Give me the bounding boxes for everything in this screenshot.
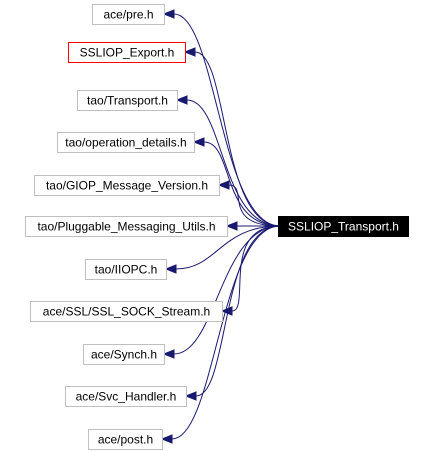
include-node-sslsock[interactable]: ace/SSL/SSL_SOCK_Stream.h (30, 301, 223, 322)
include-node-export[interactable]: SSLIOP_Export.h (68, 42, 186, 63)
include-node-transport[interactable]: tao/Transport.h (77, 90, 178, 111)
edge-synch (162, 225, 281, 359)
node-label: tao/IIOPC.h (95, 263, 158, 277)
arrowhead-icon (192, 137, 205, 147)
edge-svc (184, 225, 281, 401)
include-node-giop[interactable]: tao/GIOP_Message_Version.h (34, 175, 220, 196)
node-box (25, 216, 228, 237)
edge-sslsock (220, 225, 281, 316)
include-node-iiopc[interactable]: tao/IIOPC.h (85, 259, 167, 280)
node-box (57, 132, 195, 153)
arrowhead-icon (217, 180, 230, 190)
node-label: tao/GIOP_Message_Version.h (46, 179, 208, 193)
node-box (278, 216, 409, 237)
node-box (68, 42, 186, 63)
edge-line (228, 184, 281, 227)
node-label: SSLIOP_Export.h (80, 46, 175, 60)
include-node-pmu[interactable]: tao/Pluggable_Messaging_Utils.h (25, 216, 228, 237)
node-box (92, 4, 165, 25)
include-node-post[interactable]: ace/post.h (88, 429, 163, 450)
edge-iiopc (164, 225, 281, 274)
arrowhead-icon (175, 95, 188, 105)
edge-line (194, 51, 281, 227)
node-box (77, 90, 178, 111)
node-box (34, 175, 220, 196)
arrowhead-icon (162, 9, 175, 19)
node-box (65, 386, 187, 407)
edge-line (231, 225, 281, 312)
edge-line (203, 141, 281, 227)
node-label: ace/Synch.h (91, 348, 157, 362)
root-node[interactable]: SSLIOP_Transport.h (278, 216, 409, 237)
include-node-svc[interactable]: ace/Svc_Handler.h (65, 386, 187, 407)
edge-pmu (225, 221, 280, 231)
node-box (30, 301, 223, 322)
edge-line (195, 225, 281, 397)
edge-export (183, 47, 281, 227)
arrowhead-icon (225, 221, 238, 231)
edge-opdetails (192, 137, 281, 227)
node-label: ace/post.h (98, 433, 153, 447)
include-node-synch[interactable]: ace/Synch.h (83, 344, 165, 365)
edge-line (171, 225, 281, 440)
node-label: tao/Pluggable_Messaging_Utils.h (37, 220, 215, 234)
edge-giop (217, 180, 281, 227)
include-node-pre[interactable]: ace/pre.h (92, 4, 165, 25)
edge-line (173, 225, 281, 355)
include-node-opdetails[interactable]: tao/operation_details.h (57, 132, 195, 153)
node-label: ace/pre.h (103, 8, 153, 22)
node-box (88, 429, 163, 450)
edge-line (175, 225, 281, 270)
node-box (85, 259, 167, 280)
include-edges (160, 9, 281, 444)
arrowhead-icon (160, 434, 173, 444)
edge-line (173, 13, 281, 227)
node-label: tao/operation_details.h (65, 136, 186, 150)
node-label: tao/Transport.h (87, 94, 168, 108)
edge-post (160, 225, 281, 444)
edge-line (186, 99, 281, 227)
arrowhead-icon (220, 306, 233, 316)
arrowhead-icon (183, 47, 196, 57)
arrowhead-icon (162, 349, 175, 359)
node-box (83, 344, 165, 365)
arrowhead-icon (164, 264, 177, 274)
edge-pre (162, 9, 281, 227)
node-label: ace/Svc_Handler.h (76, 390, 177, 404)
node-label: SSLIOP_Transport.h (288, 220, 399, 234)
edge-transport (175, 95, 281, 227)
arrowhead-icon (184, 391, 197, 401)
node-label: ace/SSL/SSL_SOCK_Stream.h (43, 305, 210, 319)
